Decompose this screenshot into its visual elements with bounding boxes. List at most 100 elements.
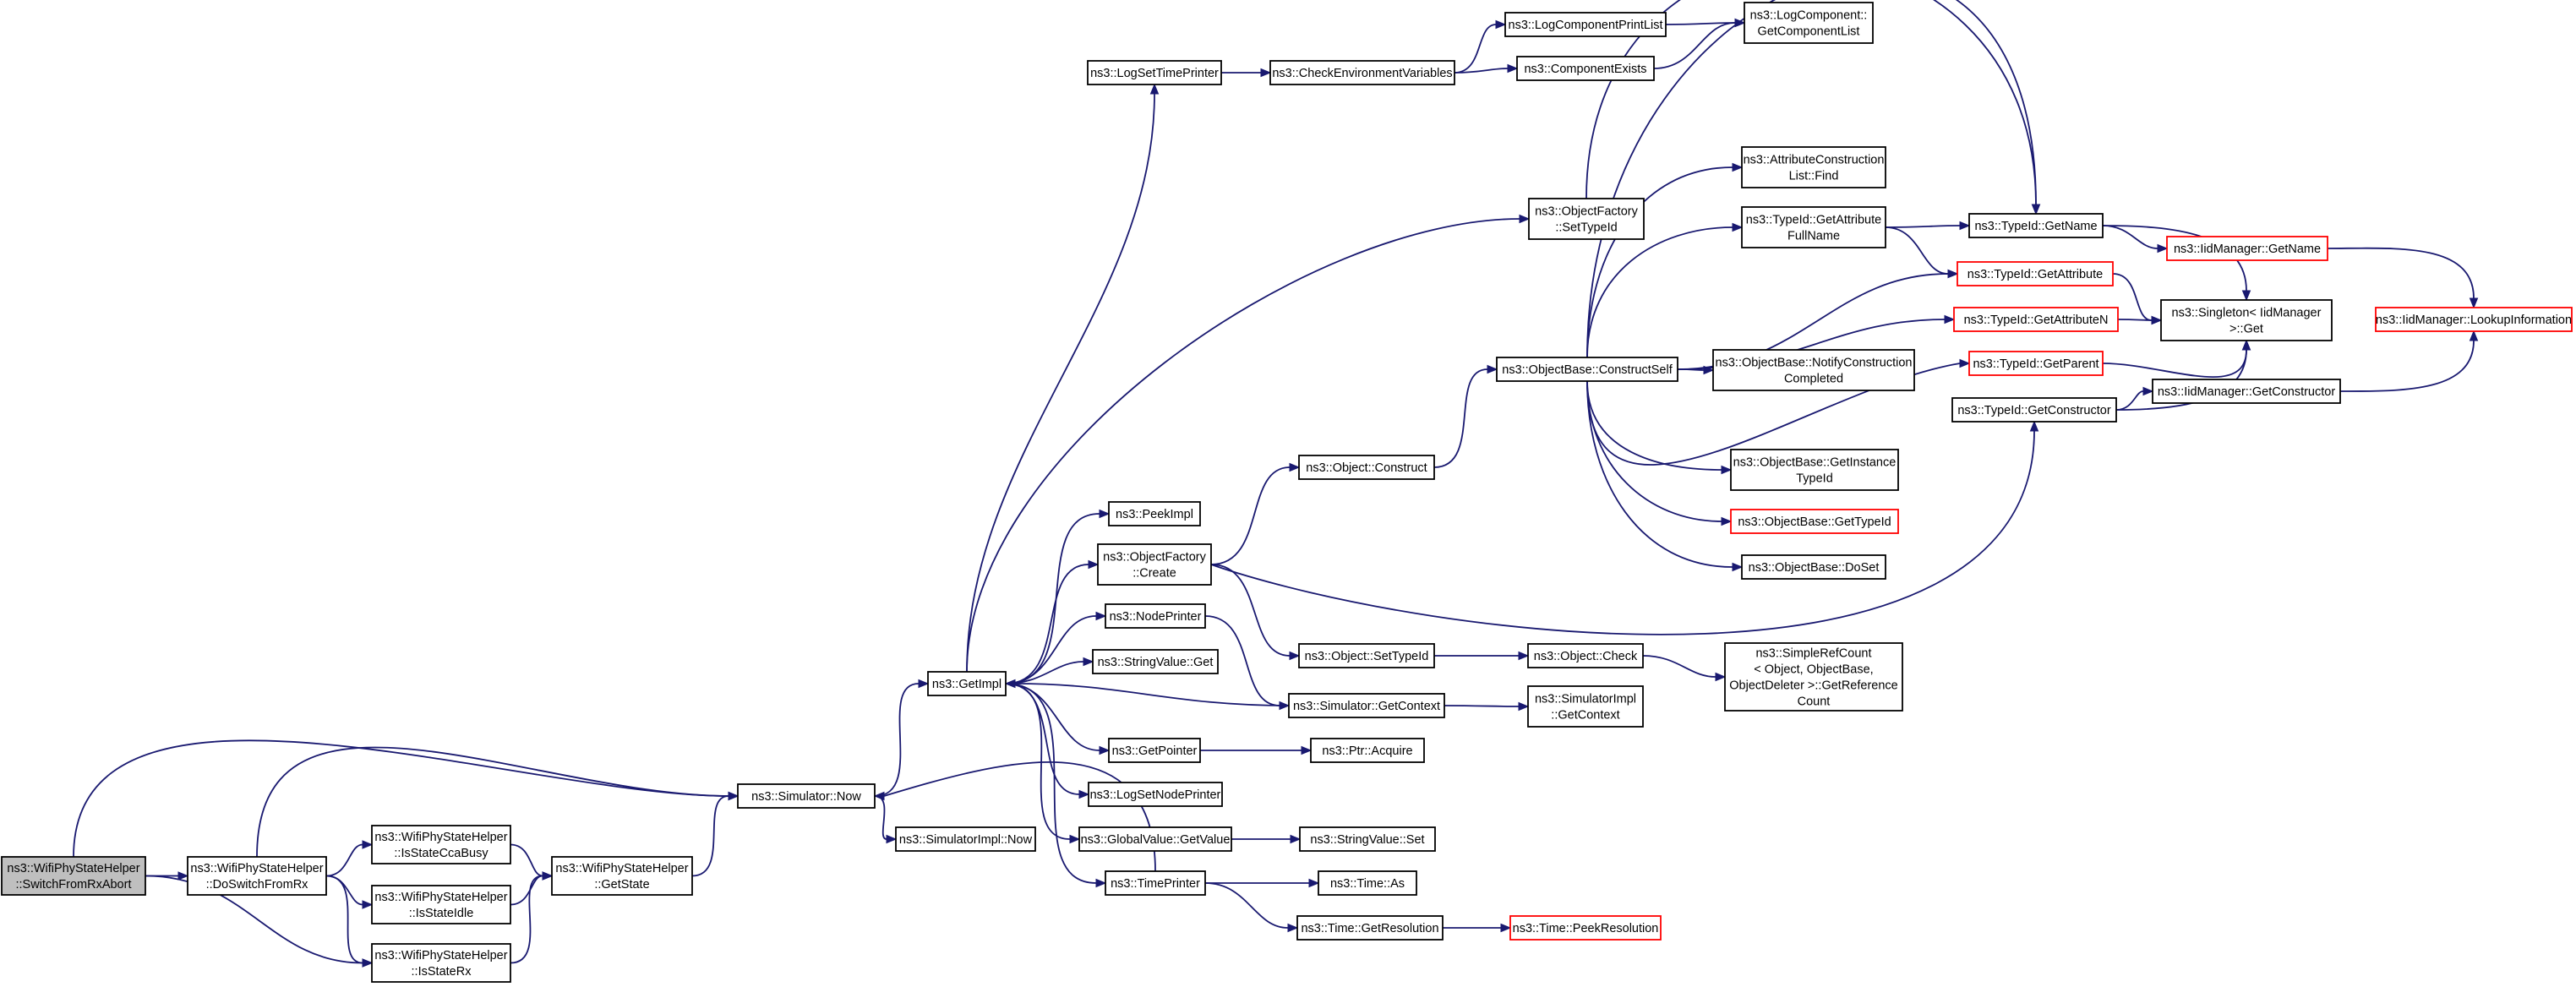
node-box (2375, 307, 2573, 332)
node-label: ::IsStateRx (412, 965, 472, 979)
node-log-set-time-printer[interactable]: ns3::LogSetTimePrinter (1087, 60, 1222, 85)
node-label: ns3::CheckEnvironmentVariables (1272, 67, 1452, 80)
node-box (1108, 738, 1201, 763)
node-object-factory-set-type-id[interactable]: ns3::ObjectFactory::SetTypeId (1528, 198, 1645, 240)
node-get-state[interactable]: ns3::WifiPhyStateHelper::GetState (551, 856, 693, 896)
node-box (1105, 870, 1206, 896)
node-label: ns3::ComponentExists (1524, 63, 1646, 76)
node-time-peek-resolution[interactable]: ns3::Time::PeekResolution (1509, 915, 1662, 941)
edge-line (874, 683, 920, 797)
node-label: ::GetContext (1551, 709, 1619, 723)
node-is-state-idle[interactable]: ns3::WifiPhyStateHelper::IsStateIdle (371, 885, 511, 924)
edge-arrowhead (177, 871, 189, 881)
node-object-base-get-type-id[interactable]: ns3::ObjectBase::GetTypeId (1730, 509, 1899, 534)
node-simulator-impl-now[interactable]: ns3::SimulatorImpl::Now (895, 826, 1036, 852)
node-object-check[interactable]: ns3::Object::Check (1527, 643, 1644, 668)
node-simple-ref-count-get-reference-count[interactable]: ns3::SimpleRefCount< Object, ObjectBase,… (1724, 642, 1903, 712)
node-time-as[interactable]: ns3::Time::As (1318, 870, 1417, 896)
node-iid-manager-get-name[interactable]: ns3::IidManager::GetName (2166, 236, 2328, 261)
node-label: ::GetState (594, 878, 649, 892)
node-type-id-get-constructor[interactable]: ns3::TypeId::GetConstructor (1951, 397, 2117, 423)
call-edge-object-base-construct-self-to-attr-construction-list-find (1586, 162, 1744, 358)
node-simulator-impl-get-context[interactable]: ns3::SimulatorImpl::GetContext (1527, 685, 1644, 728)
call-edge-check-env-vars-to-log-component-print-list (1454, 19, 1507, 74)
node-label: ns3::Time::As (1330, 877, 1405, 891)
node-object-construct[interactable]: ns3::Object::Construct (1298, 455, 1435, 480)
node-iid-manager-lookup-information[interactable]: ns3::IidManager::LookupInformation (2375, 307, 2573, 332)
node-label: ns3::LogSetNodePrinter (1090, 788, 1221, 802)
node-label: ns3::Object::SetTypeId (1305, 650, 1429, 663)
node-is-state-rx[interactable]: ns3::WifiPhyStateHelper::IsStateRx (371, 943, 511, 983)
node-label: ns3::PeekImpl (1116, 508, 1193, 521)
node-ptr-acquire[interactable]: ns3::Ptr::Acquire (1310, 738, 1425, 763)
node-log-component-print-list[interactable]: ns3::LogComponentPrintList (1504, 12, 1667, 37)
node-object-base-notify-construction-completed[interactable]: ns3::ObjectBase::NotifyConstructionCompl… (1712, 349, 1915, 391)
node-iid-manager-get-constructor[interactable]: ns3::IidManager::GetConstructor (2152, 379, 2341, 404)
edge-arrowhead (1732, 162, 1744, 172)
node-label: ns3::Simulator::GetContext (1293, 700, 1440, 713)
node-node-printer[interactable]: ns3::NodePrinter (1105, 603, 1206, 629)
node-box (1299, 826, 1436, 852)
call-edge-type-id-get-parent-to-singleton-iid-manager-get (2102, 339, 2251, 378)
node-label: Count (1798, 695, 1831, 709)
edge-line (1210, 564, 1291, 657)
edge-line (1210, 466, 1291, 565)
node-object-base-do-set[interactable]: ns3::ObjectBase::DoSet (1741, 554, 1886, 580)
node-string-value-get[interactable]: ns3::StringValue::Get (1092, 649, 1219, 674)
node-component-exists[interactable]: ns3::ComponentExists (1516, 56, 1655, 81)
node-box (1527, 685, 1644, 728)
node-log-component-get-list[interactable]: ns3::LogComponent::GetComponentList (1744, 2, 1874, 44)
node-label: ns3::TimePrinter (1111, 877, 1200, 891)
node-box (371, 825, 511, 864)
node-object-factory-create[interactable]: ns3::ObjectFactory::Create (1097, 543, 1212, 586)
node-time-printer[interactable]: ns3::TimePrinter (1105, 870, 1206, 896)
node-get-impl[interactable]: ns3::GetImpl (927, 671, 1007, 696)
node-simulator-get-context[interactable]: ns3::Simulator::GetContext (1288, 693, 1445, 718)
node-box (1730, 449, 1899, 491)
call-edge-object-factory-create-to-object-set-type-id (1210, 564, 1301, 661)
node-type-id-get-parent[interactable]: ns3::TypeId::GetParent (1968, 351, 2104, 376)
call-edge-iid-manager-get-name-to-iid-manager-lookup-information (2327, 247, 2479, 309)
node-object-base-construct-self[interactable]: ns3::ObjectBase::ConstructSelf (1496, 357, 1678, 382)
edge-arrowhead (1078, 789, 1090, 799)
edge-arrowhead (1149, 83, 1160, 95)
node-get-pointer[interactable]: ns3::GetPointer (1108, 738, 1201, 763)
node-box (1953, 307, 2119, 332)
node-box (371, 943, 511, 983)
node-check-env-vars[interactable]: ns3::CheckEnvironmentVariables (1269, 60, 1455, 85)
node-label: ns3::SimpleRefCount (1755, 647, 1871, 661)
node-type-id-get-attribute-n[interactable]: ns3::TypeId::GetAttributeN (1953, 307, 2119, 332)
edge-arrowhead (1518, 651, 1530, 661)
node-type-id-get-name[interactable]: ns3::TypeId::GetName (1968, 213, 2104, 238)
node-simulator-now[interactable]: ns3::Simulator::Now (737, 783, 876, 809)
edge-line (1204, 882, 1289, 929)
node-singleton-iid-manager-get[interactable]: ns3::Singleton< IidManager>::Get (2160, 299, 2333, 341)
node-time-get-resolution[interactable]: ns3::Time::GetResolution (1296, 915, 1444, 941)
edge-line (691, 795, 729, 877)
node-label: FullName (1787, 230, 1840, 243)
node-log-set-node-printer[interactable]: ns3::LogSetNodePrinter (1088, 782, 1223, 807)
node-do-switch-from-rx[interactable]: ns3::WifiPhyStateHelper::DoSwitchFromRx (187, 856, 327, 896)
node-label: ns3::Object::Check (1534, 650, 1638, 663)
node-box (1730, 509, 1899, 534)
node-is-state-cca-busy[interactable]: ns3::WifiPhyStateHelper::IsStateCcaBusy (371, 825, 511, 864)
node-label: ns3::WifiPhyStateHelper (374, 891, 507, 904)
call-edge-is-state-rx-to-get-state (510, 871, 554, 964)
node-box (1298, 643, 1435, 668)
call-edge-simulator-get-context-to-get-impl (1004, 679, 1290, 706)
node-label: ns3::TypeId::GetParent (1973, 357, 2098, 371)
edge-arrowhead (1004, 679, 1016, 689)
node-type-id-get-attribute[interactable]: ns3::TypeId::GetAttribute (1957, 261, 2114, 286)
node-global-value-get-value[interactable]: ns3::GlobalValue::GetValue (1078, 826, 1232, 852)
edge-line (1005, 661, 1084, 684)
node-peek-impl[interactable]: ns3::PeekImpl (1108, 501, 1201, 526)
node-box (1496, 357, 1678, 382)
node-label: ns3::AttributeConstruction (1744, 154, 1885, 167)
call-edge-simulator-now-to-simulator-impl-now (874, 795, 898, 844)
node-box (187, 856, 327, 896)
node-string-value-set[interactable]: ns3::StringValue::Set (1299, 826, 1436, 852)
node-object-set-type-id[interactable]: ns3::Object::SetTypeId (1298, 643, 1435, 668)
